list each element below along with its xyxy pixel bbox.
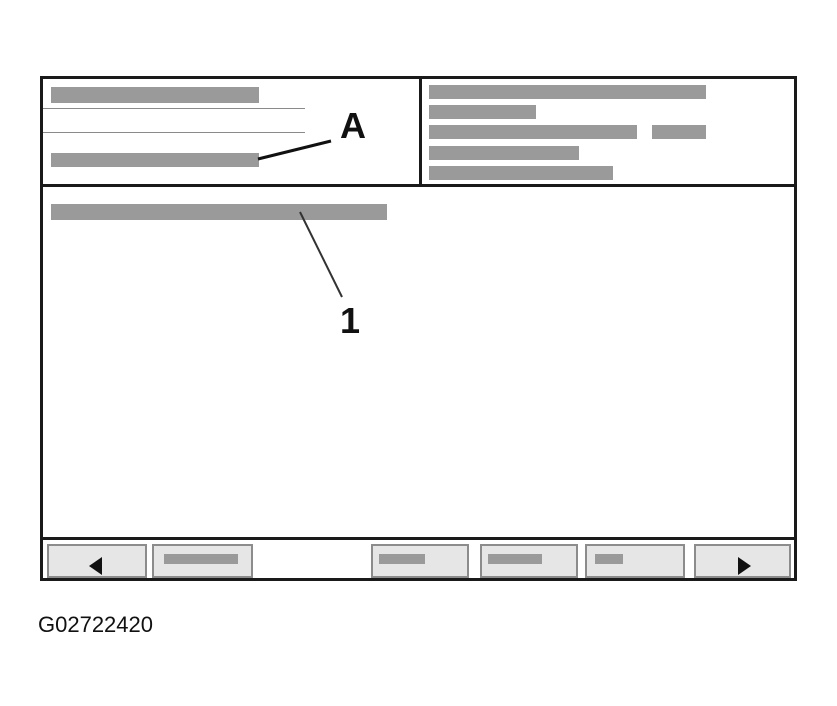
- button-label-placeholder: [164, 554, 238, 564]
- info-line-placeholder: [429, 146, 579, 160]
- info-line-placeholder: [652, 125, 706, 139]
- info-line-placeholder: [429, 85, 706, 99]
- info-line-placeholder: [429, 166, 613, 180]
- display-screen: [40, 76, 797, 581]
- callout-label-1: 1: [340, 300, 361, 341]
- button-label-placeholder: [595, 554, 623, 564]
- info-line-placeholder: [429, 125, 637, 139]
- prev-page-button[interactable]: [47, 544, 147, 578]
- toolbar-button-4[interactable]: [585, 544, 685, 578]
- toolbar-button-1[interactable]: [152, 544, 253, 578]
- bottom-toolbar: [43, 537, 794, 578]
- arrow-left-icon: [89, 557, 102, 575]
- header-left-panel: [43, 79, 422, 187]
- main-content-area: [43, 187, 794, 537]
- header-title-placeholder: [51, 87, 259, 103]
- button-label-placeholder: [488, 554, 542, 564]
- toolbar-button-3[interactable]: [480, 544, 578, 578]
- header-divider-line: [43, 132, 305, 133]
- arrow-right-icon: [738, 557, 751, 575]
- header-divider-line: [43, 108, 305, 109]
- toolbar-button-2[interactable]: [371, 544, 469, 578]
- content-line-placeholder: [51, 204, 387, 220]
- callout-label-a: A: [340, 105, 366, 146]
- header-right-panel: [422, 79, 794, 187]
- toolbar-blank-slot: [257, 544, 369, 578]
- next-page-button[interactable]: [694, 544, 791, 578]
- header-field-a-placeholder: [51, 153, 259, 167]
- figure-id: G02722420: [38, 612, 153, 637]
- button-label-placeholder: [379, 554, 425, 564]
- info-line-placeholder: [429, 105, 536, 119]
